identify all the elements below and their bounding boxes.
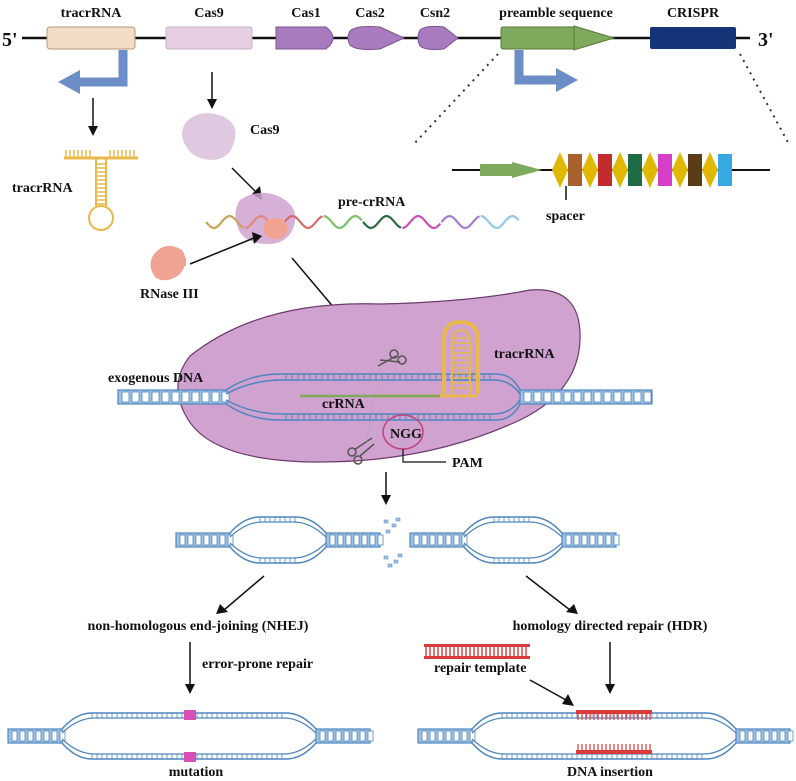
tracrrna-gene: [46, 26, 136, 50]
spacer-label: spacer: [546, 209, 585, 224]
cut-guide-line: [365, 367, 381, 445]
preamble-label: preamble sequence: [499, 6, 613, 21]
insertion-dna: [417, 710, 794, 760]
error-prone-label: error-prone repair: [202, 657, 313, 672]
scissors-icon-bottom: [347, 437, 375, 465]
cut-dna: [175, 516, 620, 564]
crispr-transcription-arrow: [514, 50, 558, 85]
zoom-line-left: [411, 53, 499, 147]
tracrrna-transcription-arrowhead: [58, 70, 80, 94]
pam-label: PAM: [452, 456, 483, 471]
tracrrna-complex-label: tracrRNA: [494, 347, 556, 362]
array-preamble: [480, 164, 514, 176]
dna-fragments: [383, 517, 403, 568]
csn2-gene-label: Csn2: [420, 6, 450, 21]
spacer-repeat-array: [552, 152, 732, 188]
cas9-protein: [182, 113, 236, 160]
cas2-gene-label: Cas2: [355, 6, 385, 21]
arrow-hdr-down-head: [605, 684, 615, 694]
rnase-on-complex: [264, 217, 288, 240]
pam-pointer: [402, 449, 446, 463]
tracrrna-transcription-arrow: [78, 50, 128, 87]
arrow-to-nhej: [223, 575, 265, 611]
dna-insertion-label: DNA insertion: [567, 765, 653, 780]
cas9-protein-label: Cas9: [250, 123, 280, 138]
arrow-nhej-down-head: [185, 684, 195, 694]
array-preamble-arrowhead: [512, 162, 542, 178]
cas9-gene-label: Cas9: [194, 6, 224, 21]
tracrrna-gene-label: tracrRNA: [61, 6, 123, 21]
zoom-line-right: [739, 53, 791, 147]
arrow-rnase-to-complex-head: [252, 232, 262, 244]
cas1-gene-label: Cas1: [291, 6, 321, 21]
cas9-gene: [165, 26, 253, 50]
arrow-to-cas9-head: [207, 99, 217, 109]
arrow-cas9-to-precrrna: [231, 167, 257, 193]
tracrrna-molecule-label: tracrRNA: [12, 181, 74, 196]
pre-crrna-strand: [205, 214, 520, 230]
arrow-template-to-dna-head: [562, 694, 574, 706]
rnase-iii-label: RNase III: [140, 287, 199, 302]
pre-crrna-label: pre-crRNA: [338, 195, 406, 210]
arrow-to-cut-head: [381, 495, 391, 505]
nhej-label: non-homologous end-joining (NHEJ): [88, 619, 309, 634]
arrow-to-hdr-head: [566, 604, 578, 614]
arrow-template-to-dna: [529, 679, 567, 701]
crispr-label: CRISPR: [667, 6, 720, 21]
preamble-gene: [500, 26, 578, 50]
cas1-gene: [275, 26, 334, 50]
mutation-dna: [7, 710, 374, 762]
exogenous-dna-label: exogenous DNA: [108, 371, 204, 386]
ngg-label: NGG: [390, 427, 422, 442]
three-prime-label: 3': [758, 29, 774, 51]
repair-template-label: repair template: [434, 661, 526, 676]
cas2-gene: [347, 26, 406, 50]
arrow-rnase-to-complex: [189, 237, 255, 265]
crispr-transcription-arrowhead: [556, 68, 578, 92]
arrow-to-nhej-head: [216, 604, 228, 614]
rnase-iii-protein: [150, 245, 186, 281]
mutation-label: mutation: [169, 765, 224, 780]
scissors-icon-top: [377, 349, 407, 367]
five-prime-label: 5': [2, 29, 18, 51]
repair-template: [424, 644, 530, 659]
crrna-label: crRNA: [322, 397, 366, 412]
arrow-to-tracrrna-head: [88, 126, 98, 136]
preamble-arrowhead: [573, 25, 616, 51]
crispr-array-gene: [650, 27, 736, 49]
hdr-label: homology directed repair (HDR): [513, 619, 708, 634]
arrow-to-hdr: [525, 575, 571, 611]
csn2-gene: [417, 25, 459, 51]
tracrrna-hairpin: [64, 150, 138, 231]
